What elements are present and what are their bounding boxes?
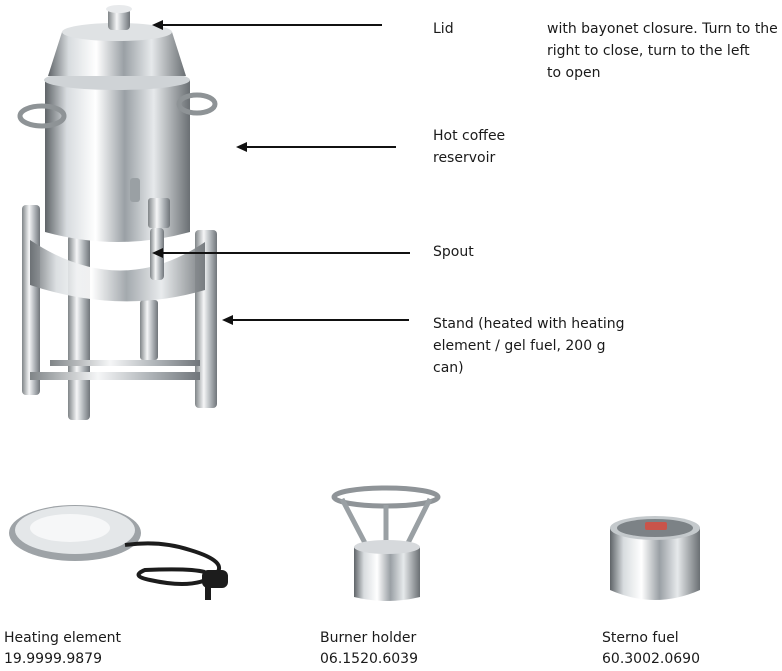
lid-note-line: right to close, turn to the left — [547, 43, 750, 59]
stand-label-line: element / gel fuel, 200 g — [433, 338, 606, 354]
spout-arrow — [152, 247, 410, 259]
accessory-code: 60.3002.0690 — [602, 651, 700, 667]
stand-label: Stand (heated with heating element / gel… — [433, 313, 625, 379]
accessory-name: Burner holder — [320, 630, 417, 646]
urn-lid — [48, 5, 186, 76]
urn-reservoir — [17, 70, 218, 242]
burner-holder-image — [331, 485, 441, 601]
lid-label: Lid — [433, 21, 454, 37]
reservoir-label-line: Hot coffee — [433, 128, 506, 144]
heating-element-image — [9, 505, 228, 600]
lid-note-line: to open — [547, 65, 601, 81]
accessory-code: 19.9999.9879 — [4, 651, 102, 667]
heating-element-caption: Heating element 19.9999.9879 — [4, 628, 121, 670]
lid-arrow — [152, 19, 382, 31]
lid-note-line: with bayonet closure. Turn to the — [547, 21, 778, 37]
stand-arrow — [222, 314, 409, 326]
reservoir-label: Hot coffee reservoir — [433, 125, 505, 169]
reservoir-arrow — [236, 141, 396, 153]
stand-label-line: can) — [433, 360, 464, 376]
spout-label: Spout — [433, 244, 474, 260]
accessory-code: 06.1520.6039 — [320, 651, 418, 667]
lid-note: with bayonet closure. Turn to the right … — [547, 18, 778, 84]
stand-label-line: Stand (heated with heating — [433, 316, 625, 332]
sterno-fuel-caption: Sterno fuel 60.3002.0690 — [602, 628, 700, 670]
accessory-name: Heating element — [4, 630, 122, 646]
accessory-name: Sterno fuel — [602, 630, 679, 646]
burner-holder-caption: Burner holder 06.1520.6039 — [320, 628, 418, 670]
coffee-urn-image — [17, 5, 218, 420]
urn-stand — [22, 205, 217, 420]
sterno-fuel-image — [610, 516, 700, 600]
reservoir-label-line: reservoir — [433, 150, 496, 166]
